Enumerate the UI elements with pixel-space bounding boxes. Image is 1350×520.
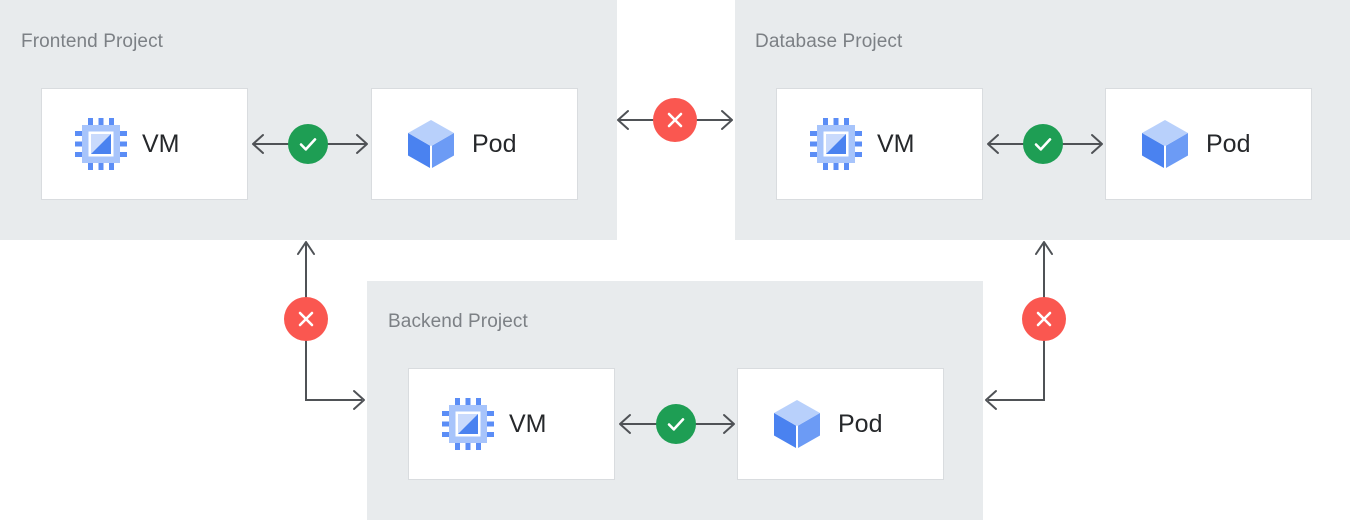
card-database-vm[interactable]: VM xyxy=(776,88,983,200)
vm-chip-icon xyxy=(441,397,495,451)
card-label-frontend-vm: VM xyxy=(142,129,180,158)
status-badge-frontend-internal-allowed[interactable] xyxy=(288,124,328,164)
card-label-database-pod: Pod xyxy=(1206,129,1251,158)
pod-cube-icon xyxy=(770,397,824,451)
card-backend-vm[interactable]: VM xyxy=(408,368,615,480)
status-badge-frontend-to-database-blocked[interactable] xyxy=(653,98,697,142)
connector-backend-to-database xyxy=(976,236,1056,410)
card-label-backend-vm: VM xyxy=(509,409,547,438)
card-database-pod[interactable]: Pod xyxy=(1105,88,1312,200)
pod-cube-icon xyxy=(1138,117,1192,171)
status-badge-backend-to-database-blocked[interactable] xyxy=(1022,297,1066,341)
panel-title-frontend: Frontend Project xyxy=(21,31,164,52)
card-label-frontend-pod: Pod xyxy=(472,129,517,158)
status-badge-database-internal-allowed[interactable] xyxy=(1023,124,1063,164)
card-label-backend-pod: Pod xyxy=(838,409,883,438)
status-badge-backend-to-frontend-blocked[interactable] xyxy=(284,297,328,341)
status-badge-backend-internal-allowed[interactable] xyxy=(656,404,696,444)
card-label-database-vm: VM xyxy=(877,129,915,158)
card-frontend-vm[interactable]: VM xyxy=(41,88,248,200)
pod-cube-icon xyxy=(404,117,458,171)
card-backend-pod[interactable]: Pod xyxy=(737,368,944,480)
connector-backend-to-frontend xyxy=(294,236,374,410)
panel-title-backend: Backend Project xyxy=(388,311,528,332)
panel-title-database: Database Project xyxy=(755,31,903,52)
card-frontend-pod[interactable]: Pod xyxy=(371,88,578,200)
vm-chip-icon xyxy=(809,117,863,171)
vm-chip-icon xyxy=(74,117,128,171)
